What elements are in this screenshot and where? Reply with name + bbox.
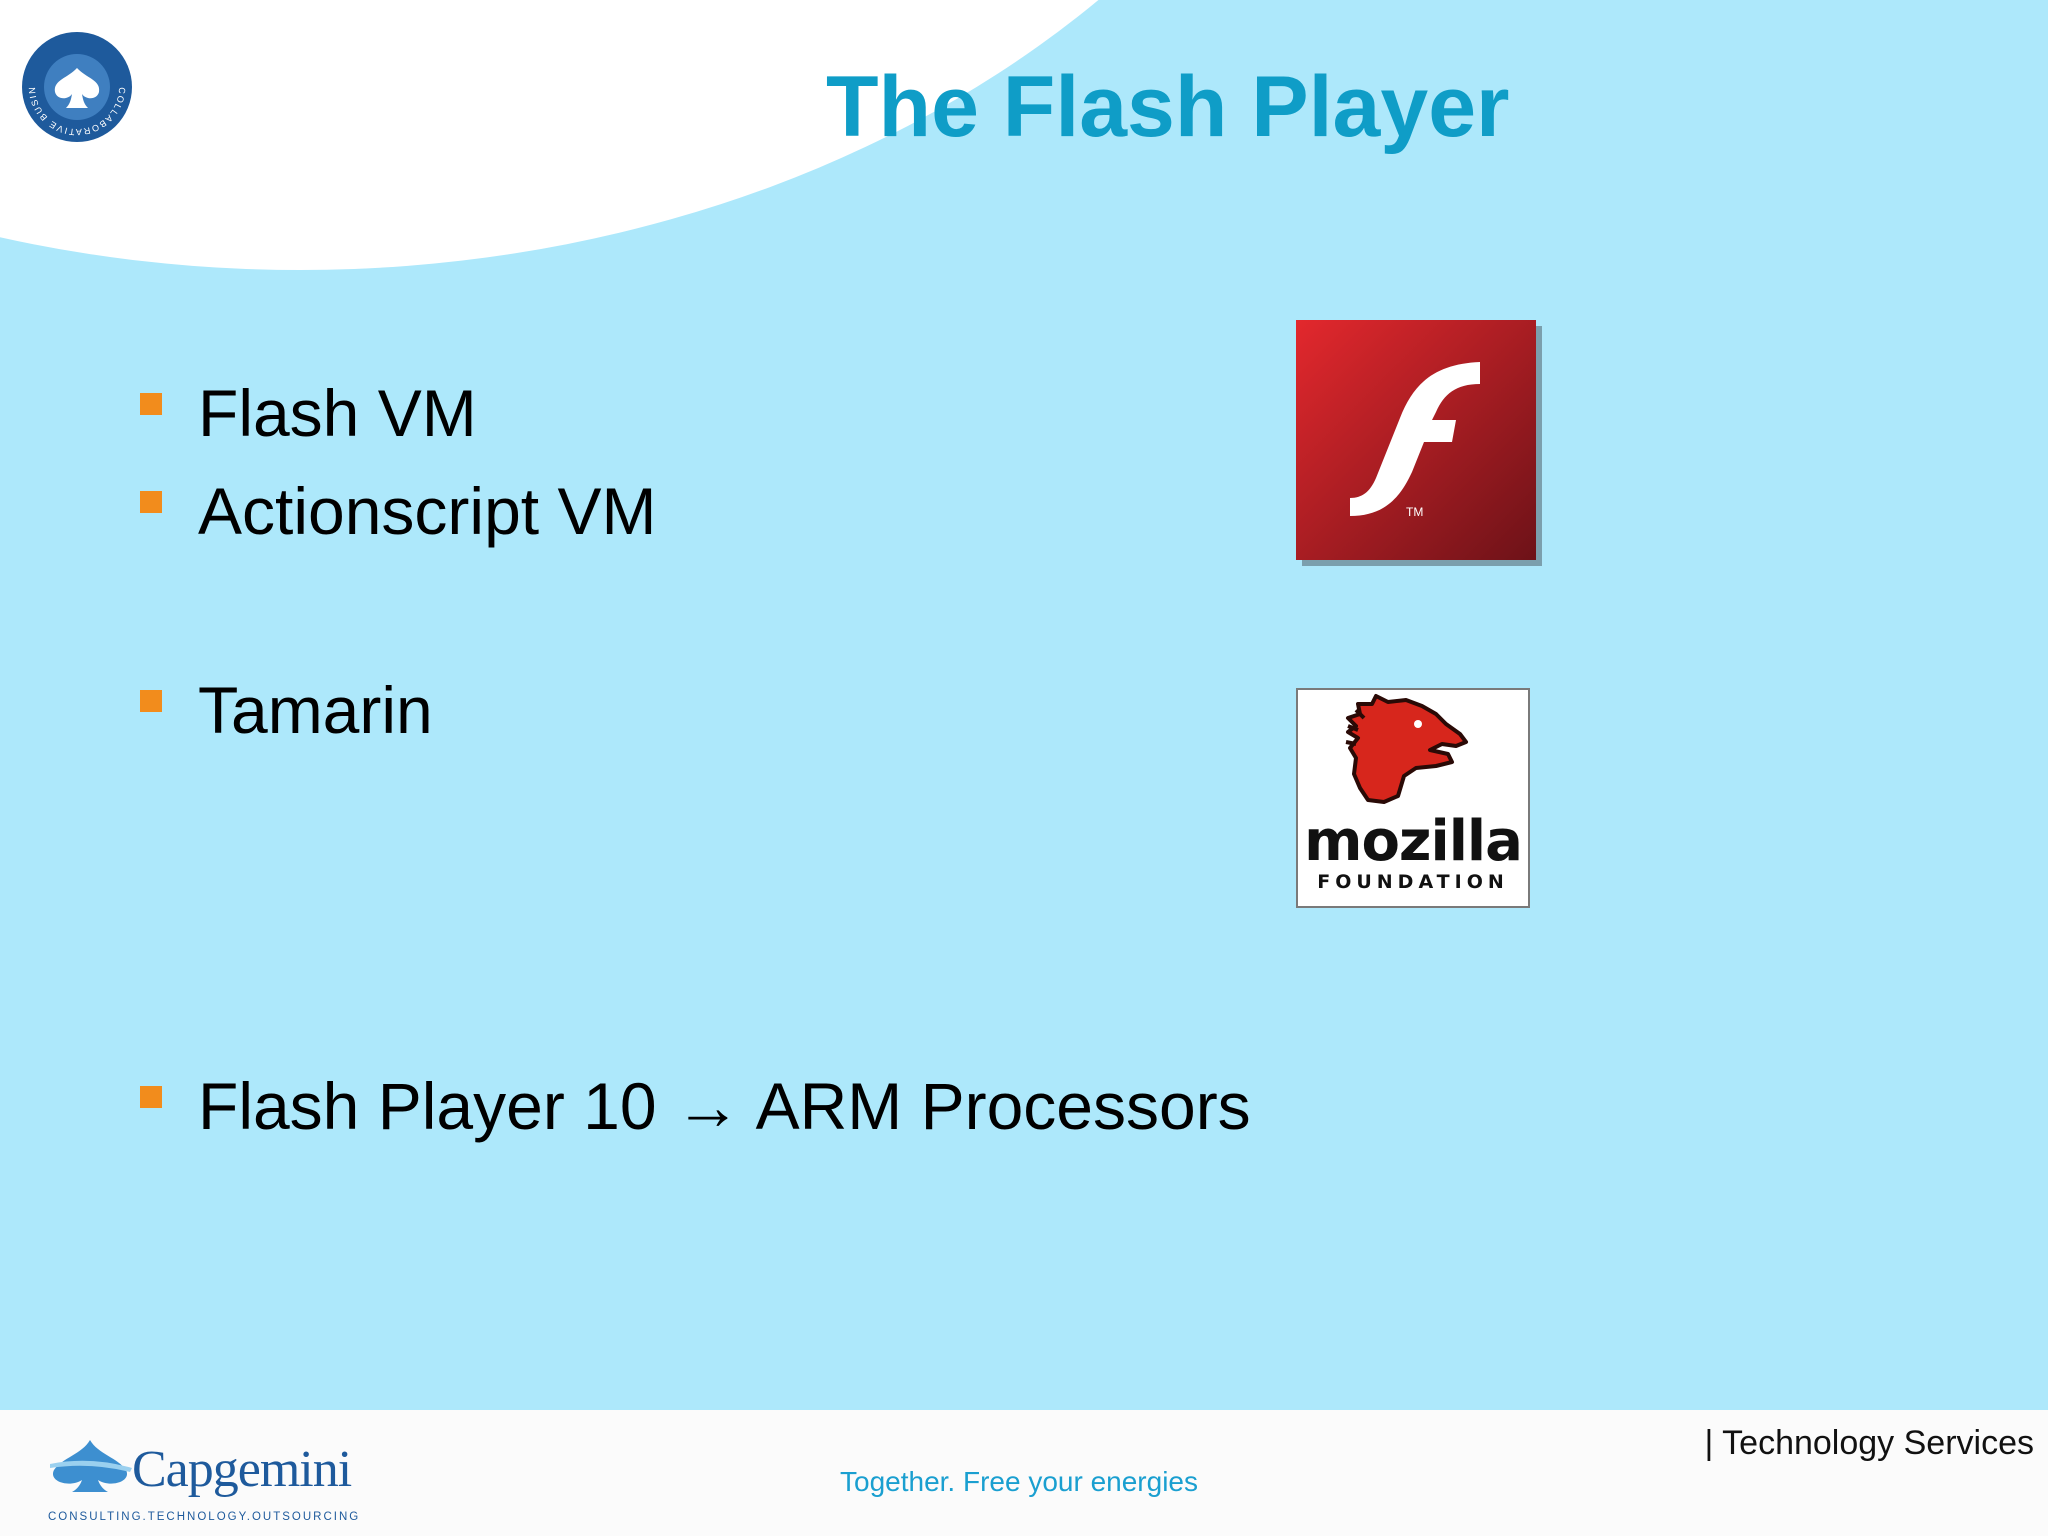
seal-logo-icon: COLLABORATIVE BUSINESS EXPERIENCE bbox=[20, 30, 132, 142]
capgemini-spade-icon bbox=[50, 1440, 132, 1492]
bullet-item-tamarin: Tamarin bbox=[140, 665, 433, 755]
trademark-mark: TM bbox=[1406, 505, 1423, 519]
bullet-marker bbox=[140, 690, 162, 712]
footer-services-label: | Technology Services bbox=[1704, 1424, 2035, 1462]
slide-title: The Flash Player bbox=[826, 59, 1510, 155]
mozilla-dinosaur-icon: mozilla FOUNDATION bbox=[1304, 694, 1523, 893]
flash-player-logo-icon: TM bbox=[1296, 320, 1542, 566]
bullet-text: Actionscript VM bbox=[198, 474, 657, 548]
mozilla-foundation-logo: mozilla FOUNDATION bbox=[1296, 688, 1530, 908]
bullet-marker bbox=[140, 1086, 162, 1108]
capgemini-subline: CONSULTING.TECHNOLOGY.OUTSOURCING bbox=[48, 1511, 360, 1523]
bullet-item-flash-vm: Flash VM bbox=[140, 368, 477, 458]
foundation-wordmark: FOUNDATION bbox=[1317, 871, 1509, 893]
capgemini-wordmark: Capgemini bbox=[132, 1441, 352, 1498]
bullet-marker bbox=[140, 393, 162, 415]
bullet-item-actionscript-vm: Actionscript VM bbox=[140, 466, 656, 556]
slide-canvas: COLLABORATIVE BUSINESS EXPERIENCE The Fl… bbox=[0, 0, 2048, 1410]
capgemini-logo: Capgemini CONSULTING.TECHNOLOGY.OUTSOURC… bbox=[48, 1440, 360, 1523]
bullet-text: Tamarin bbox=[198, 673, 433, 747]
bullet-marker bbox=[140, 491, 162, 513]
slide-footer: Capgemini CONSULTING.TECHNOLOGY.OUTSOURC… bbox=[0, 1410, 2048, 1536]
bullet-text: Flash Player 10 → ARM Processors bbox=[198, 1069, 1251, 1143]
bullet-item-flash-player-10: Flash Player 10 → ARM Processors bbox=[140, 1061, 1251, 1151]
bullet-text: Flash VM bbox=[198, 376, 477, 450]
mozilla-wordmark: mozilla bbox=[1304, 809, 1522, 874]
footer-tagline: Together. Free your energies bbox=[840, 1466, 1198, 1497]
